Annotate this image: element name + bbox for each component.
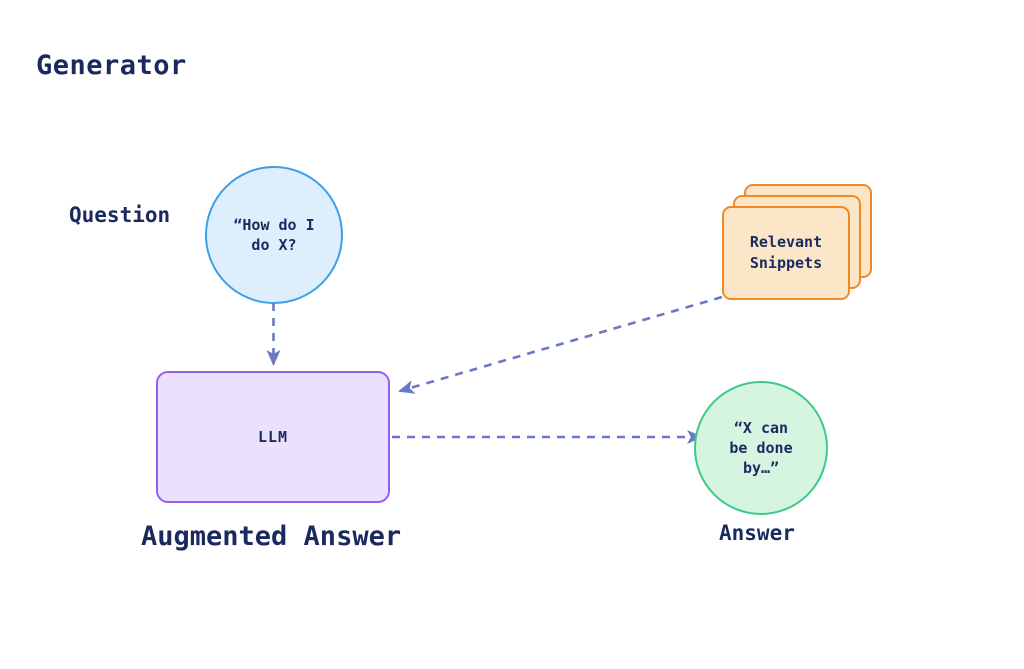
page-title: Generator <box>36 50 187 81</box>
node-relevant-snippets-stack[interactable]: Relevant Snippets <box>722 184 882 300</box>
snippet-card-front[interactable]: Relevant Snippets <box>722 206 850 300</box>
answer-text-line-2: be done <box>729 438 793 457</box>
question-text: “How do I do X? <box>233 215 314 256</box>
answer-text-line-1: “X can <box>733 418 789 437</box>
llm-label: LLM <box>257 428 289 446</box>
label-question: Question <box>69 203 171 227</box>
label-augmented-answer: Augmented Answer <box>141 521 402 552</box>
label-answer: Answer <box>719 521 795 545</box>
snippets-text-line-2: Snippets <box>749 254 823 272</box>
question-text-line-2: do X? <box>251 236 297 254</box>
node-llm-box[interactable]: LLM <box>156 371 390 503</box>
snippets-text-line-1: Relevant <box>749 233 823 251</box>
edge-snippets-to-llm <box>398 295 723 394</box>
question-text-line-1: “How do I <box>233 215 315 234</box>
answer-text: “X can be done by…” <box>729 418 792 479</box>
node-answer-circle[interactable]: “X can be done by…” <box>694 381 828 515</box>
answer-text-line-3: by…” <box>742 459 780 478</box>
snippets-text: Relevant Snippets <box>750 232 822 274</box>
node-question-circle[interactable]: “How do I do X? <box>205 166 343 304</box>
